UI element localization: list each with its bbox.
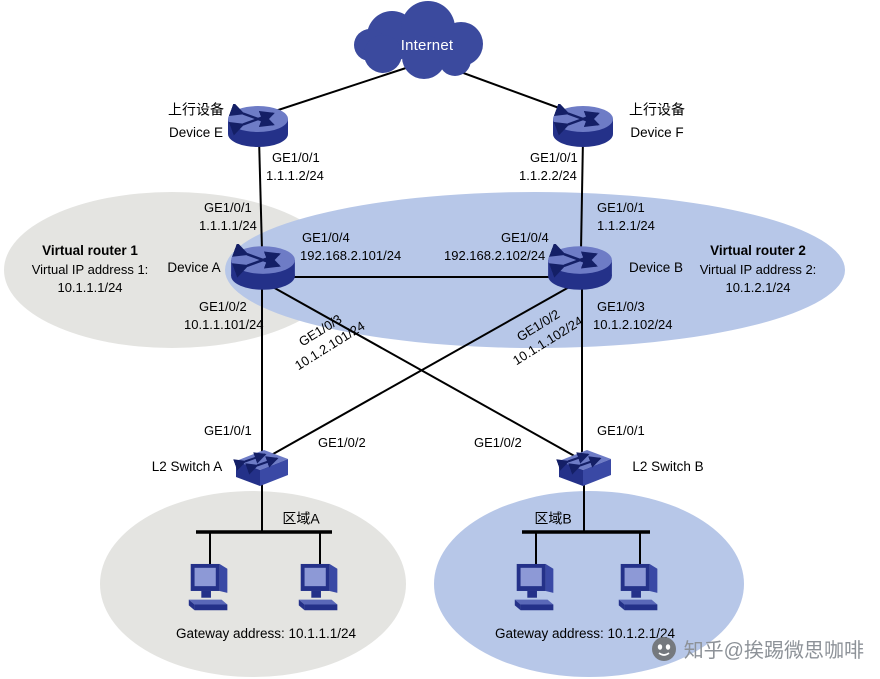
device-a-interlink-port-label: GE1/0/4: [302, 230, 350, 246]
link-internet-device-e: [259, 66, 410, 117]
device-b-uplink-port-label: GE1/0/1: [597, 200, 645, 216]
link-device-e-device-a: [258, 137, 263, 251]
device-a-uplink-port-label: GE1/0/1: [204, 200, 252, 216]
internet-cloud-icon: [354, 1, 483, 79]
l2-switch-a-icon: [236, 450, 288, 486]
switch-a-uplink-port-label: GE1/0/1: [204, 423, 252, 439]
virtual-router-1-subtitle: Virtual IP address 1:: [31, 262, 149, 278]
switch-b-name-label: L2 Switch B: [632, 458, 704, 474]
pc-icon: [514, 563, 554, 611]
virtual-router-1-zone: [4, 192, 340, 348]
device-f-ip-label: 1.1.2.2/24: [519, 168, 577, 184]
pc-icon: [618, 563, 658, 611]
device-b-interlink-ip-label: 192.168.2.102/24: [444, 248, 546, 264]
device-e-role-label: 上行设备: [168, 101, 224, 118]
device-f-router-icon: [553, 106, 613, 147]
device-a-down-ip-label: 10.1.1.101/24: [184, 317, 264, 333]
device-b-uplink-ip-label: 1.1.2.1/24: [597, 218, 655, 234]
device-a-router-icon: [231, 246, 295, 290]
virtual-router-2-ip: 10.1.2.1/24: [725, 279, 791, 295]
device-e-port-label: GE1/0/1: [272, 150, 320, 166]
watermark: 知乎@挨踢微思咖啡: [651, 634, 864, 663]
network-links: [196, 66, 650, 567]
l2-switch-b-icon: [559, 450, 611, 486]
device-b-down-port-label: GE1/0/3: [597, 299, 645, 315]
area-b-zone: [434, 491, 744, 677]
watermark-text: 知乎@挨踢微思咖啡: [683, 640, 864, 662]
pc-icon: [188, 563, 228, 611]
device-e-router-icon: [228, 106, 288, 147]
device-f-port-label: GE1/0/1: [530, 150, 578, 166]
area-b-gateway-label: Gateway address: 10.1.2.1/24: [494, 625, 676, 641]
switch-a-name-label: L2 Switch A: [151, 458, 223, 474]
virtual-router-1-label: Virtual router 1 Virtual IP address 1: 1…: [32, 242, 149, 296]
virtual-router-2-title: Virtual router 2: [710, 242, 806, 258]
link-device-f-device-b: [580, 137, 584, 251]
device-f-name-label: Device F: [630, 124, 684, 140]
device-f-role-label: 上行设备: [629, 101, 685, 118]
device-b-name-label: Device B: [628, 259, 684, 275]
link-device-a-switch-b: [270, 285, 579, 459]
internet-label: Internet: [400, 36, 454, 54]
switch-b-cross-port-label: GE1/0/2: [474, 435, 522, 451]
link-device-b-switch-a: [265, 285, 572, 459]
device-e-name-label: Device E: [168, 124, 224, 140]
area-a-zone: [100, 491, 406, 677]
device-a-down-port-label: GE1/0/2: [199, 299, 247, 315]
device-a-name-label: Device A: [167, 259, 221, 275]
virtual-router-1-ip: 10.1.1.1/24: [57, 279, 123, 295]
link-internet-device-f: [446, 66, 582, 117]
device-b-down-ip-label: 10.1.2.102/24: [593, 317, 673, 333]
virtual-router-2-subtitle: Virtual IP address 2:: [699, 262, 817, 278]
watermark-logo-icon: [651, 636, 676, 661]
device-e-ip-label: 1.1.1.2/24: [266, 168, 324, 184]
pc-icon: [298, 563, 338, 611]
area-a-gateway-label: Gateway address: 10.1.1.1/24: [175, 625, 357, 641]
area-b-label: 区域B: [534, 510, 572, 527]
device-b-interlink-port-label: GE1/0/4: [501, 230, 549, 246]
switch-a-cross-port-label: GE1/0/2: [318, 435, 366, 451]
virtual-router-2-label: Virtual router 2 Virtual IP address 2: 1…: [700, 242, 817, 296]
device-a-uplink-ip-label: 1.1.1.1/24: [199, 218, 257, 234]
virtual-router-2-zone: [225, 192, 845, 348]
device-b-router-icon: [548, 246, 612, 290]
device-a-interlink-ip-label: 192.168.2.101/24: [300, 248, 402, 264]
area-a-label: 区域A: [282, 510, 320, 527]
switch-b-uplink-port-label: GE1/0/1: [597, 423, 645, 439]
virtual-router-1-title: Virtual router 1: [42, 242, 138, 258]
